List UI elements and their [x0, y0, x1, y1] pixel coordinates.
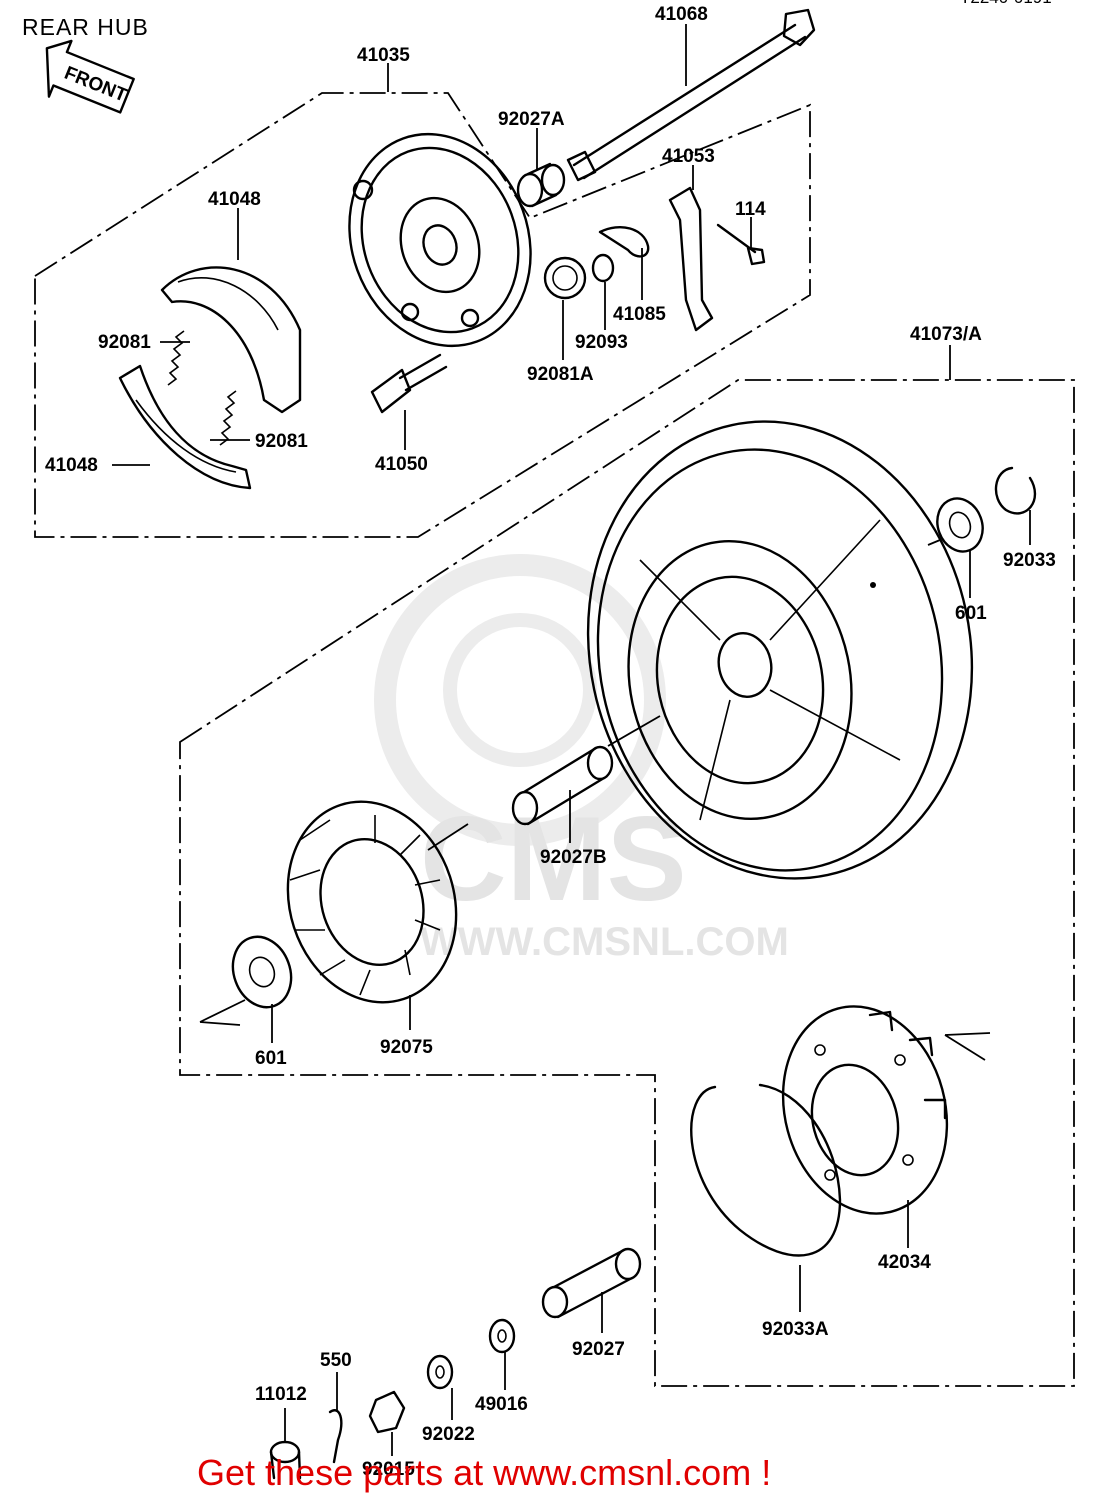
spring-92081-lower — [219, 390, 237, 446]
brake-shoe-lower-41048 — [118, 364, 252, 490]
label-92081A: 92081A — [527, 364, 594, 385]
label-11012: 11012 — [255, 1384, 307, 1405]
collar-92027B — [511, 745, 614, 826]
leader-lines — [112, 24, 1031, 1456]
brake-cam-41050 — [370, 353, 448, 414]
bolt-114 — [716, 223, 766, 266]
collar-92027 — [541, 1247, 642, 1319]
brake-panel-group-outline — [34, 92, 811, 538]
front-label: FRONT — [61, 63, 130, 107]
label-42034: 42034 — [878, 1252, 931, 1273]
circlip-92033 — [994, 466, 1037, 515]
label-41048-top: 41048 — [208, 189, 261, 210]
label-92015: 92015 — [362, 1459, 415, 1480]
page-title: REAR HUB — [22, 14, 149, 40]
spring-92081-upper — [167, 330, 185, 386]
damper-92075 — [286, 800, 458, 1004]
axle-41068 — [566, 8, 816, 182]
label-41048-bottom: 41048 — [45, 455, 98, 476]
washer-92093 — [591, 253, 615, 283]
label-41068: 41068 — [655, 4, 708, 25]
label-92027B: 92027B — [540, 847, 607, 868]
label-92027A: 92027A — [498, 109, 565, 130]
label-41085: 41085 — [613, 304, 666, 325]
bearing-601-left — [231, 935, 293, 1009]
brake-panel-41035 — [348, 132, 532, 348]
label-114: 114 — [735, 199, 766, 220]
watermark-brand: CMS — [420, 792, 687, 926]
watermark-url: WWW.CMSNL.COM — [420, 920, 789, 964]
label-601-right: 601 — [955, 603, 987, 624]
front-arrow-badge: FRONT — [45, 39, 135, 114]
label-41073A: 41073/A — [910, 324, 982, 345]
label-92033: 92033 — [1003, 550, 1056, 571]
label-92081-top: 92081 — [98, 332, 151, 353]
collar-92027A — [516, 162, 566, 208]
label-92022: 92022 — [422, 1424, 475, 1445]
wheel-group-outline — [179, 379, 1075, 1387]
label-92075: 92075 — [380, 1037, 433, 1058]
brake-shoe-upper-41048 — [160, 266, 302, 414]
brake-lever-41053 — [668, 186, 714, 332]
bearing-601-right — [936, 497, 984, 553]
rear-wheel-41073A — [586, 420, 974, 880]
label-601-left: 601 — [255, 1048, 287, 1069]
label-92027: 92027 — [572, 1339, 625, 1360]
coupling-42034 — [781, 1005, 949, 1215]
drawing-reference: T2240-0191 — [960, 0, 1052, 8]
label-92081-bottom: 92081 — [255, 431, 308, 452]
part-labels: 41068 41035 92027A 41053 114 41048 92081… — [45, 4, 1056, 1480]
label-550: 550 — [320, 1350, 352, 1371]
label-49016: 49016 — [475, 1394, 528, 1415]
washer-92022 — [426, 1354, 454, 1390]
label-41035: 41035 — [357, 45, 410, 66]
footer-promo-link[interactable]: Get these parts at www.cmsnl.com ! — [197, 1452, 772, 1493]
cotter-pin-550 — [328, 1409, 343, 1464]
wear-indicator-41085 — [598, 225, 650, 258]
label-41053: 41053 — [662, 146, 715, 167]
spring-92081A — [543, 256, 587, 300]
washer-49016 — [488, 1318, 516, 1354]
label-92033A: 92033A — [762, 1319, 829, 1340]
circlip-92033A — [690, 1083, 842, 1257]
label-92093: 92093 — [575, 332, 628, 353]
nut-92015 — [368, 1390, 406, 1434]
label-41050: 41050 — [375, 454, 428, 475]
watermark: CMS WWW.CMSNL.COM — [374, 554, 789, 964]
